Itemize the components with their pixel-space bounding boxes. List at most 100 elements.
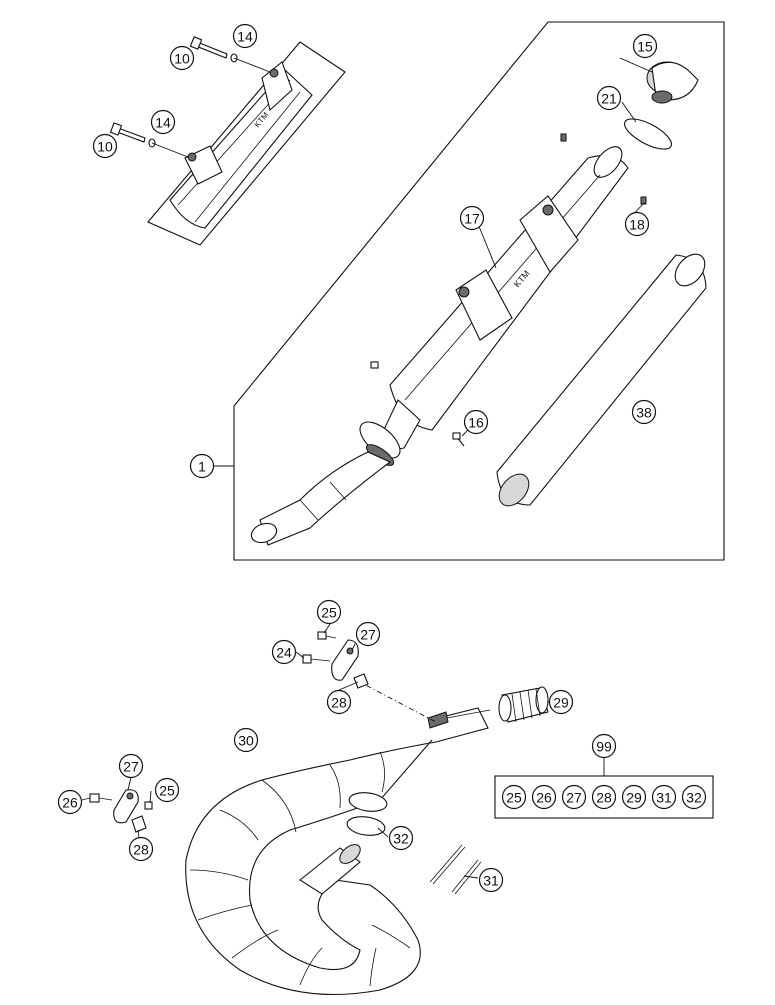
nut-28-upper	[353, 673, 369, 689]
callout-number: 27	[360, 627, 376, 643]
screw-16	[370, 361, 465, 447]
sound-absorbing-insert-38	[496, 253, 707, 507]
kit-item-circle	[501, 784, 527, 810]
kit-item-circle	[591, 784, 617, 810]
kit-item-number: 29	[626, 790, 642, 806]
kit-item-circle	[681, 784, 707, 810]
kit-item-circle	[561, 784, 587, 810]
callout-number: 25	[159, 783, 175, 799]
screw-25-lower	[144, 801, 153, 810]
kit-item-number: 27	[566, 790, 582, 806]
bolt-24	[302, 654, 331, 664]
callout-circle	[169, 45, 195, 71]
callout-number: 16	[468, 415, 484, 431]
callout-c32: 32	[388, 825, 414, 851]
nut-28-lower	[131, 815, 147, 833]
callout-circle	[150, 109, 176, 135]
sleeve-29	[498, 686, 549, 723]
kit-item-number: 25	[506, 790, 522, 806]
bracket-27-lower	[113, 789, 139, 824]
callout-number: 25	[321, 605, 337, 621]
o-rings-32	[346, 792, 388, 836]
header-pipe-30	[185, 707, 491, 996]
callout-c14b: 14	[150, 109, 176, 135]
callout-circle	[154, 777, 180, 803]
callout-circle	[624, 211, 650, 237]
kit-item-circle	[531, 784, 557, 810]
callout-circle	[478, 867, 504, 893]
callout-c38: 38	[631, 399, 657, 425]
callout-circle	[355, 621, 381, 647]
callout-circle	[128, 836, 154, 862]
callout-circle	[463, 409, 489, 435]
callout-c10b: 10	[92, 133, 118, 159]
kit-item: 27	[561, 784, 587, 810]
callout-c28b: 28	[128, 836, 154, 862]
callout-c28a: 28	[326, 689, 352, 715]
callout-number: 21	[601, 91, 617, 107]
kit-item-circle	[651, 784, 677, 810]
callout-circle	[388, 825, 414, 851]
callout-c14a: 14	[232, 23, 258, 49]
callout-c29: 29	[548, 689, 574, 715]
callout-circle	[316, 599, 342, 625]
callout-c16: 16	[463, 409, 489, 435]
bolt-10-lower	[109, 122, 146, 143]
callout-circle	[631, 399, 657, 425]
callout-number: 28	[133, 842, 149, 858]
callout-number: 10	[97, 139, 113, 155]
callout-c25a: 25	[316, 599, 342, 625]
callout-number: 14	[237, 29, 253, 45]
mount-dash-top	[355, 679, 437, 723]
callout-number: 26	[62, 795, 78, 811]
rivet-18	[560, 133, 647, 205]
callout-c30: 30	[233, 727, 259, 753]
end-cap-15	[646, 61, 699, 104]
callout-number: 28	[331, 695, 347, 711]
kit-item: 28	[591, 784, 617, 810]
callout-c21: 21	[596, 85, 622, 111]
callout-number: 10	[174, 51, 190, 67]
kit-item-circle	[621, 784, 647, 810]
callout-c31: 31	[478, 867, 504, 893]
callout-circle	[92, 133, 118, 159]
callout-number: 29	[553, 695, 569, 711]
callout-circle	[118, 753, 144, 779]
kit-item: 29	[621, 784, 647, 810]
callout-circle	[326, 689, 352, 715]
o-ring-21	[624, 118, 672, 150]
callout-number: 38	[636, 405, 652, 421]
callout-number: 17	[464, 211, 480, 227]
springs-31	[429, 844, 482, 895]
callout-c18: 18	[624, 211, 650, 237]
callout-c27a: 27	[355, 621, 381, 647]
callout-c24: 24	[271, 639, 297, 665]
callout-c99: 99	[591, 733, 617, 759]
callout-circle	[57, 789, 83, 815]
callout-circle	[233, 727, 259, 753]
callout-number: 31	[483, 873, 499, 889]
bolt-10-upper	[189, 36, 228, 59]
callout-circle	[459, 205, 485, 231]
assembly-frame	[233, 21, 725, 561]
callout-c15: 15	[632, 33, 658, 59]
callout-number: 99	[596, 739, 612, 755]
kit-99-box	[494, 758, 714, 819]
callout-c27b: 27	[118, 753, 144, 779]
callout-number: 15	[637, 39, 653, 55]
kit-item-number: 31	[656, 790, 672, 806]
kit-item: 31	[651, 784, 677, 810]
screw-26	[89, 793, 113, 803]
silencer-mounted-detail: KTM	[147, 41, 346, 246]
callout-circle	[271, 639, 297, 665]
screw-25-upper	[317, 631, 337, 640]
callout-c25b: 25	[154, 777, 180, 803]
bracket-27-upper	[331, 639, 359, 681]
callout-circle	[548, 689, 574, 715]
kit-item-number: 28	[596, 790, 612, 806]
silencer-17: KTM	[250, 146, 629, 546]
kit-item-number: 32	[686, 790, 702, 806]
